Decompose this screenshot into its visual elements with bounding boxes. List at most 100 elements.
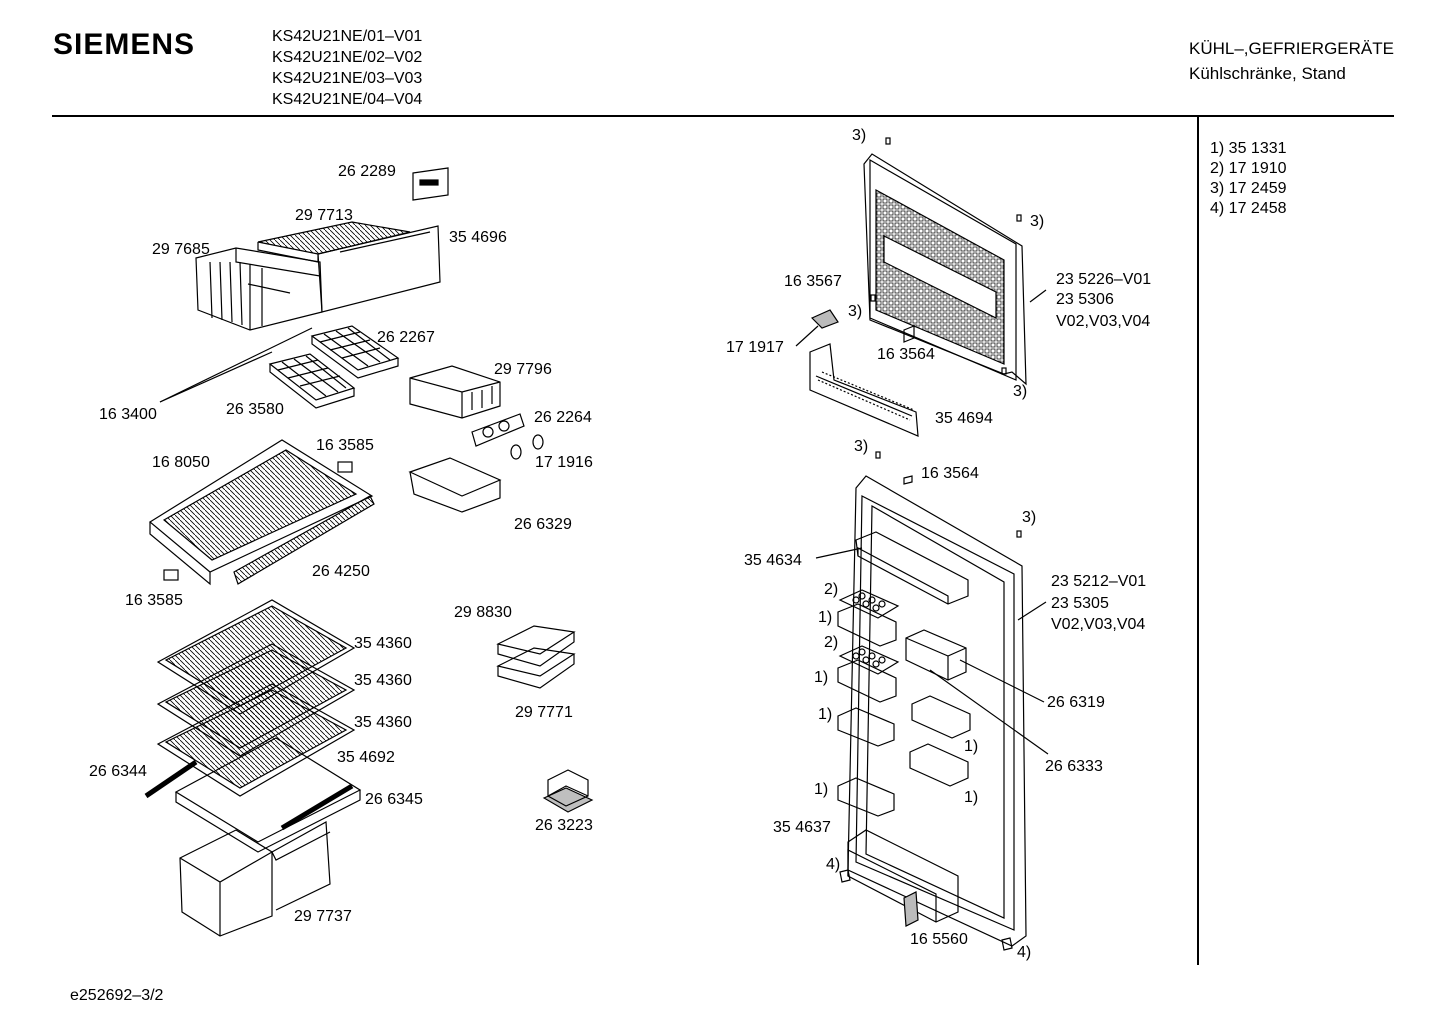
bin-left-1: [837, 707, 895, 747]
brand-logo: SIEMENS: [53, 28, 196, 61]
label-354694: 35 4694: [935, 410, 993, 427]
category-title: KÜHL–,GEFRIERGERÄTE: [1189, 39, 1394, 58]
part-168050: [148, 439, 374, 586]
label-266345: 26 6345: [365, 791, 423, 808]
part-163585-upper: [337, 461, 353, 473]
bolt-lower: [1001, 937, 1013, 951]
label-354696: 35 4696: [449, 229, 507, 246]
footnote-item: 2) 17 1910: [1210, 160, 1287, 177]
part-266329: [408, 457, 502, 513]
note-ref-3: 3): [852, 127, 866, 144]
bin-right-1: [911, 695, 971, 739]
bin-left-2: [837, 777, 895, 817]
label-171916: 17 1916: [535, 454, 593, 471]
label-263580: 26 3580: [226, 401, 284, 418]
label-163400: 16 3400: [99, 406, 157, 423]
part-354692: [174, 737, 362, 853]
footnote-item: 3) 17 2459: [1210, 180, 1287, 197]
footnote-list: 1) 35 1331 2) 17 1910 3) 17 2459 4) 17 2…: [1210, 139, 1287, 219]
document-id: e252692–3/2: [70, 987, 164, 1004]
part-354694: [809, 343, 919, 437]
note-ref-3: 3): [854, 438, 868, 455]
leader-266319: [959, 659, 1045, 703]
label-235212: 23 5212–V01: [1051, 573, 1146, 590]
label-variants-fridge: V02,V03,V04: [1051, 616, 1145, 633]
label-354634: 35 4634: [744, 552, 802, 569]
label-163585-lower: 16 3585: [125, 592, 183, 609]
leader-235212: [1017, 601, 1047, 621]
label-297713: 29 7713: [295, 207, 353, 224]
category-subtitle: Kühlschränke, Stand: [1189, 64, 1346, 83]
part-171916: [510, 434, 544, 460]
label-165560: 16 5560: [910, 931, 968, 948]
part-262264: [471, 413, 525, 447]
part-297771: [496, 647, 576, 689]
footnote-item: 4) 17 2458: [1210, 200, 1287, 217]
label-354360-b: 35 4360: [354, 672, 412, 689]
label-163567: 16 3567: [784, 273, 842, 290]
part-266319: [905, 629, 967, 681]
label-262267: 26 2267: [377, 329, 435, 346]
part-354360-c: [156, 683, 356, 797]
category-block: KÜHL–,GEFRIERGERÄTE Kühlschränke, Stand: [1189, 36, 1394, 86]
note-ref-3: 3): [1030, 213, 1044, 230]
part-354634: [855, 531, 969, 605]
leader-354634: [815, 547, 863, 559]
label-297771: 29 7771: [515, 704, 573, 721]
label-163585-upper: 16 3585: [316, 437, 374, 454]
note-ref-2: 2): [824, 581, 838, 598]
leader-171917: [795, 325, 819, 347]
note-ref-1: 1): [814, 669, 828, 686]
label-297685: 29 7685: [152, 241, 210, 258]
leader-163400: [159, 327, 313, 403]
leader-235226: [1029, 289, 1047, 303]
bolt-upper: [839, 869, 851, 883]
label-266344: 26 6344: [89, 763, 147, 780]
part-235226-freezer-door: [863, 153, 1027, 386]
part-163564-upper: [903, 325, 915, 343]
note-ref-3: 3): [848, 303, 862, 320]
label-297796: 29 7796: [494, 361, 552, 378]
note-ref-4: 4): [1017, 944, 1031, 961]
part-354637: [847, 829, 959, 923]
label-163564-upper: 16 3564: [877, 346, 935, 363]
part-266344: [144, 759, 198, 799]
label-354637: 35 4637: [773, 819, 831, 836]
note-ref-1: 1): [818, 609, 832, 626]
label-262289: 26 2289: [338, 163, 396, 180]
leader-266333: [929, 669, 1049, 755]
label-263223: 26 3223: [535, 817, 593, 834]
part-263580: [268, 353, 356, 409]
egg-tray-lower: [838, 645, 900, 675]
note-ref-2: 2): [824, 634, 838, 651]
part-263223: [542, 769, 594, 813]
part-262289: [412, 167, 449, 201]
label-171917: 17 1917: [726, 339, 784, 356]
label-297737: 29 7737: [294, 908, 352, 925]
label-235306: 23 5306: [1056, 291, 1114, 308]
label-235305: 23 5305: [1051, 595, 1109, 612]
part-235212-fridge-door: [847, 475, 1027, 947]
label-163564-lower: 16 3564: [921, 465, 979, 482]
label-262264: 26 2264: [534, 409, 592, 426]
part-165560: [903, 891, 919, 927]
part-297685: [195, 247, 323, 331]
note-ref-1: 1): [964, 789, 978, 806]
part-266345: [280, 783, 354, 831]
part-297737: [179, 821, 331, 937]
part-264250: [233, 495, 375, 585]
egg-tray-upper: [838, 589, 900, 619]
label-266333: 26 6333: [1045, 758, 1103, 775]
note-ref-1: 1): [964, 738, 978, 755]
screw-group: [870, 137, 1022, 538]
label-266319: 26 6319: [1047, 694, 1105, 711]
label-266329: 26 6329: [514, 516, 572, 533]
model-item: KS42U21NE/02–V02: [272, 49, 423, 66]
label-354360-c: 35 4360: [354, 714, 412, 731]
shelf-1-second: [837, 659, 897, 703]
note-ref-3: 3): [1022, 509, 1036, 526]
label-168050: 16 8050: [152, 454, 210, 471]
label-264250: 26 4250: [312, 563, 370, 580]
label-354360-a: 35 4360: [354, 635, 412, 652]
